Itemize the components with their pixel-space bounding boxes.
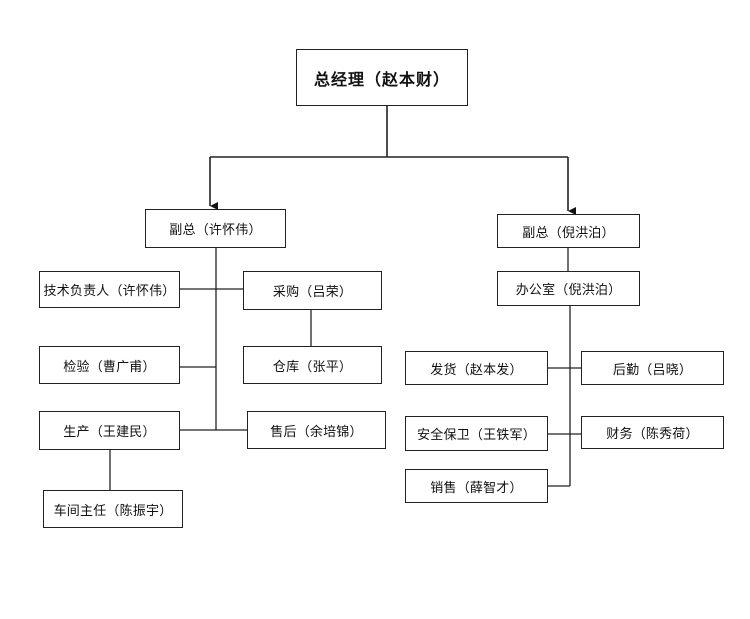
shipping-label: 发货（赵本发） (430, 362, 523, 378)
warehouse-box: 仓库（张平） (243, 346, 382, 384)
sales-box: 销售（薛智才） (405, 469, 548, 503)
vice-president-left-label: 副总（许怀伟） (169, 223, 262, 238)
vice-president-right-label: 副总（倪洪泊） (522, 225, 615, 241)
inspection-box: 检验（曹广甫） (39, 346, 180, 384)
workshop-director-label: 车间主任（陈振宇） (53, 503, 173, 519)
logistics-label: 后勤（吕晓） (612, 362, 693, 378)
purchasing-label: 采购（吕荣） (272, 285, 353, 300)
vice-president-left-box: 副总（许怀伟） (145, 209, 286, 248)
finance-box: 财务（陈秀荷） (581, 416, 724, 449)
vice-president-right-box: 副总（倪洪泊） (497, 214, 640, 248)
security-box: 安全保卫（王铁军） (405, 416, 548, 451)
inspection-label: 检验（曹广甫） (63, 359, 156, 375)
production-label: 生产（王建民） (63, 425, 156, 440)
finance-label: 财务（陈秀荷） (606, 427, 699, 442)
security-label: 安全保卫（王铁军） (417, 428, 536, 443)
general-manager-box: 总经理（赵本财） (296, 49, 468, 106)
purchasing-box: 采购（吕荣） (243, 271, 382, 310)
after-sales-box: 售后（余培锦） (247, 411, 386, 449)
after-sales-label: 售后（余培锦） (270, 424, 363, 440)
tech-lead-label: 技术负责人（许怀伟） (43, 284, 176, 299)
shipping-box: 发货（赵本发） (405, 351, 548, 385)
office-label: 办公室（倪洪泊） (515, 283, 622, 298)
warehouse-label: 仓库（张平） (272, 359, 353, 375)
workshop-director-box: 车间主任（陈振宇） (43, 490, 183, 528)
general-manager-label: 总经理（赵本财） (313, 69, 450, 89)
tech-lead-box: 技术负责人（许怀伟） (39, 271, 180, 308)
production-box: 生产（王建民） (39, 411, 180, 450)
sales-label: 销售（薛智才） (430, 480, 523, 496)
logistics-box: 后勤（吕晓） (581, 351, 724, 385)
office-box: 办公室（倪洪泊） (497, 271, 640, 306)
